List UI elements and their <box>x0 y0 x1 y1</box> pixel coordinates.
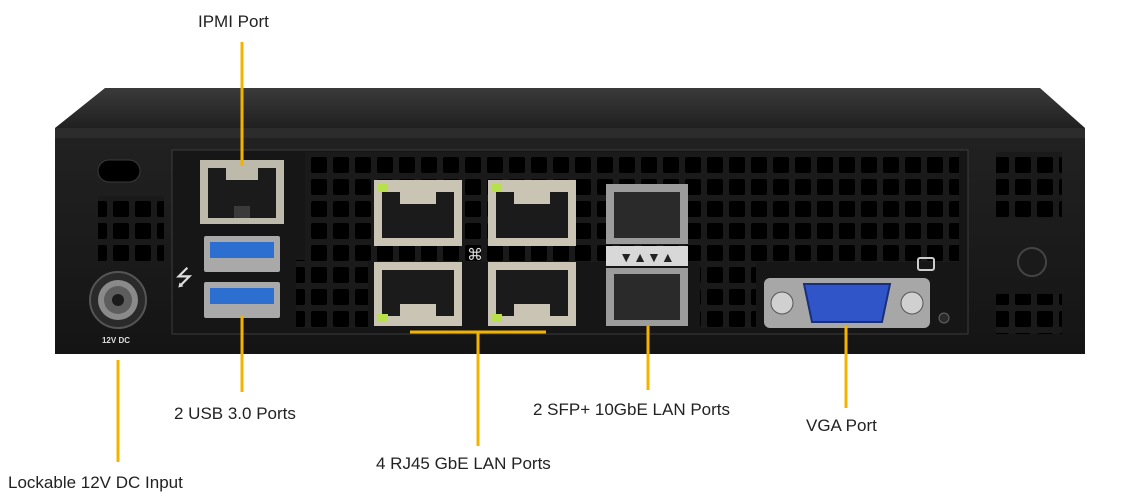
leader-lines <box>116 42 848 462</box>
left-vent <box>98 196 164 262</box>
dc-input-label: Lockable 12V DC Input <box>8 473 183 492</box>
rj45-port-4 <box>488 262 576 326</box>
chassis-top <box>55 88 1085 128</box>
ipmi-port-label: IPMI Port <box>198 12 269 31</box>
usb-icon: ⭍ <box>175 265 193 290</box>
rj45-port-1 <box>374 180 462 246</box>
network-icon: ⌘ <box>467 247 483 264</box>
ipmi-port <box>200 160 284 224</box>
sfp-ports-label: 2 SFP+ 10GbE LAN Ports <box>533 400 731 419</box>
rj45-ports-label: 4 RJ45 GbE LAN Ports <box>376 454 551 473</box>
power-button <box>1017 247 1047 277</box>
sfp-arrows-icon: ▼▲▼▲ <box>619 249 674 265</box>
lock-slot <box>97 159 141 183</box>
vga-port <box>764 278 930 328</box>
dc-jack-icon <box>89 271 147 329</box>
reset-button <box>938 312 950 324</box>
sfp-port-1 <box>606 184 688 244</box>
monitor-icon <box>917 257 935 271</box>
vga-port-label: VGA Port <box>806 416 877 435</box>
right-vent <box>996 152 1062 218</box>
dc-jack-label: 12V DC <box>102 336 130 345</box>
rj45-port-2 <box>488 180 576 246</box>
sfp-port-2 <box>606 268 688 326</box>
rj45-port-3 <box>374 262 462 326</box>
usb-ports-label: 2 USB 3.0 Ports <box>174 404 296 423</box>
